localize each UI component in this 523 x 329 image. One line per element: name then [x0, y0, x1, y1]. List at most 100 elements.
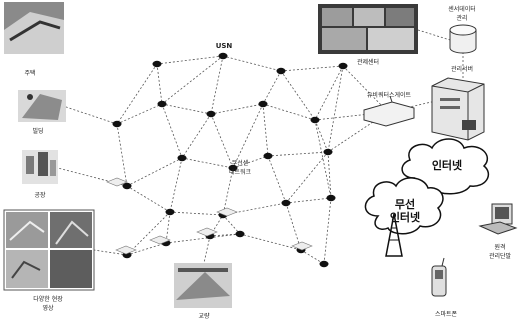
mesh-link [181, 113, 212, 159]
sensor-node [206, 110, 216, 118]
mesh-link [116, 123, 128, 187]
connection-link [59, 104, 118, 125]
mesh-link [285, 197, 332, 204]
sensor-node [281, 199, 291, 207]
building-label: 빌딩 [32, 128, 44, 135]
mesh-link [156, 63, 163, 105]
mesh-link [323, 197, 332, 265]
mesh-link [126, 242, 167, 256]
sensor-nodes [112, 52, 348, 268]
mobile-phone-icon [431, 257, 447, 297]
sink-device [196, 227, 218, 237]
mesh-link [267, 155, 287, 204]
monitoring-label: 다양한 현장 영상 [33, 296, 63, 312]
mesh-link [314, 65, 344, 121]
radio-tower-icon [385, 213, 403, 257]
usn-label: USN [215, 42, 233, 50]
connection-link [93, 249, 128, 256]
mesh-link [126, 185, 171, 213]
sensor-node [228, 164, 238, 172]
database-icon [449, 24, 477, 54]
sensor-node [323, 148, 333, 156]
sensor-node [319, 260, 329, 268]
mesh-link [161, 103, 212, 115]
mesh-label: 무선센 네트워크 [228, 160, 252, 176]
mesh-link [285, 202, 302, 251]
sink-device [106, 177, 128, 187]
road-label: 교량 [198, 313, 210, 320]
sensor-node [338, 62, 348, 70]
control-center-screens [318, 4, 418, 54]
mobile-label: 스마트폰 [434, 311, 458, 318]
sensor-node [218, 52, 228, 60]
mesh-link [262, 103, 316, 121]
mesh-link [126, 211, 171, 256]
mesh-link [165, 211, 171, 244]
sensor-node [152, 60, 162, 68]
sensor-node [258, 100, 268, 108]
wireless-label-line2: 인터넷 [389, 211, 421, 224]
mesh-link [262, 103, 269, 157]
gateway-label: 유비쿼터스게이트 [366, 92, 412, 99]
mesh-link [327, 65, 344, 153]
user-terminal-label: 원격 관리단말 [488, 244, 512, 260]
mesh-link [116, 103, 163, 125]
mesh-link [314, 119, 329, 153]
sensor-node [165, 208, 175, 216]
road-photo [174, 263, 232, 308]
sink-device [216, 207, 238, 217]
mesh-link [165, 233, 241, 244]
wireless-label-line1: 무선 [394, 198, 416, 211]
mesh-link [126, 157, 183, 187]
monitoring-photos [3, 209, 95, 291]
mesh-link [161, 103, 183, 159]
sensor-node [235, 230, 245, 238]
sensor-node [263, 152, 273, 160]
server-label: 관리서버 [450, 66, 474, 73]
mesh-link [222, 214, 241, 235]
sensor-node [122, 182, 132, 190]
mesh-link [210, 55, 224, 115]
control-center-label: 관제센터 [356, 59, 380, 66]
mesh-link [262, 70, 282, 105]
sensor-node [310, 116, 320, 124]
mesh-link [210, 113, 234, 169]
mesh-link [222, 167, 234, 216]
mesh-link [267, 151, 329, 157]
sensor-node [157, 100, 167, 108]
gateway-device-icon [363, 95, 415, 127]
mesh-link [169, 211, 224, 216]
sensor-node [177, 154, 187, 162]
factory-label: 공장 [34, 192, 46, 199]
mesh-link [239, 233, 302, 251]
sink-device [115, 245, 137, 255]
house-picture [18, 90, 66, 122]
db-label: 센서데이터 관리 [448, 6, 476, 22]
connection-link [417, 29, 451, 41]
connection-link [203, 235, 211, 264]
mesh-links [57, 29, 464, 265]
mesh-link [222, 55, 282, 72]
connection-link [342, 65, 389, 113]
mesh-link [116, 63, 158, 125]
mesh-link [314, 119, 332, 199]
internet-label: 인터넷 [431, 159, 463, 172]
sensor-node [112, 120, 122, 128]
mesh-link [285, 151, 329, 204]
mesh-link [181, 157, 234, 169]
mesh-link [300, 249, 325, 265]
house-label: 주택 [24, 70, 36, 77]
mesh-link [209, 233, 241, 237]
mesh-link [280, 65, 344, 72]
server-icon [431, 77, 485, 141]
wireless-internet-cloud [364, 177, 444, 235]
building-picture [22, 150, 58, 184]
mesh-link [169, 157, 183, 213]
sink-device [149, 235, 171, 245]
computer-terminal-icon [478, 203, 518, 235]
mesh-link [280, 70, 316, 121]
top-left-photo [4, 2, 64, 54]
sink-device [291, 241, 313, 251]
